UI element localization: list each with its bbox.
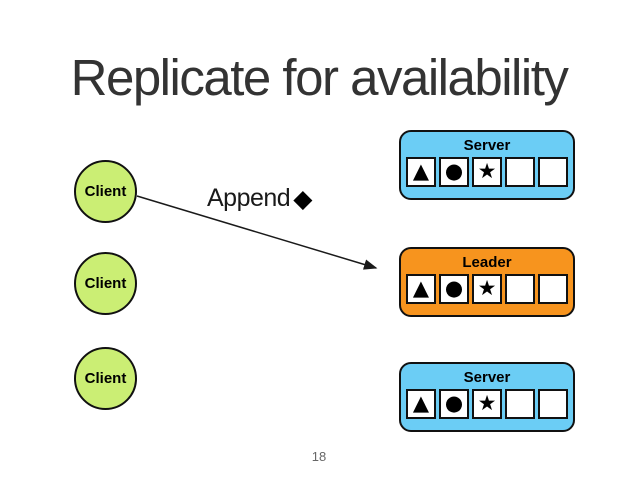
node-title: Server	[463, 137, 511, 154]
append-label: Append	[207, 184, 291, 212]
server-box-top: Server ▲ ● ★	[399, 130, 575, 200]
log-slot-empty	[505, 157, 535, 187]
log-slots: ▲ ● ★	[401, 274, 573, 304]
log-slot-empty	[505, 389, 535, 419]
server-box-bottom: Server ▲ ● ★	[399, 362, 575, 432]
client-label: Client	[84, 370, 127, 387]
star-icon: ★	[472, 389, 502, 419]
log-slot-empty	[538, 389, 568, 419]
node-title: Leader	[462, 254, 512, 271]
triangle-icon: ▲	[406, 157, 436, 187]
log-slot-empty	[505, 274, 535, 304]
append-annotation: Append ◆	[207, 184, 312, 213]
client-node-3: Client	[74, 347, 137, 410]
client-node-1: Client	[74, 160, 137, 223]
circle-icon: ●	[439, 157, 469, 187]
circle-icon: ●	[439, 389, 469, 419]
node-title: Server	[463, 369, 511, 386]
leader-box: Leader ▲ ● ★	[399, 247, 575, 317]
log-slot-empty	[538, 157, 568, 187]
triangle-icon: ▲	[406, 274, 436, 304]
triangle-icon: ▲	[406, 389, 436, 419]
client-label: Client	[84, 275, 127, 292]
page-number: 18	[311, 449, 327, 464]
circle-icon: ●	[439, 274, 469, 304]
log-slots: ▲ ● ★	[401, 389, 573, 419]
diamond-icon: ◆	[293, 184, 312, 213]
star-icon: ★	[472, 157, 502, 187]
client-label: Client	[84, 183, 127, 200]
client-node-2: Client	[74, 252, 137, 315]
star-icon: ★	[472, 274, 502, 304]
slide-title: Replicate for availability	[70, 49, 569, 106]
log-slot-empty	[538, 274, 568, 304]
log-slots: ▲ ● ★	[401, 157, 573, 187]
